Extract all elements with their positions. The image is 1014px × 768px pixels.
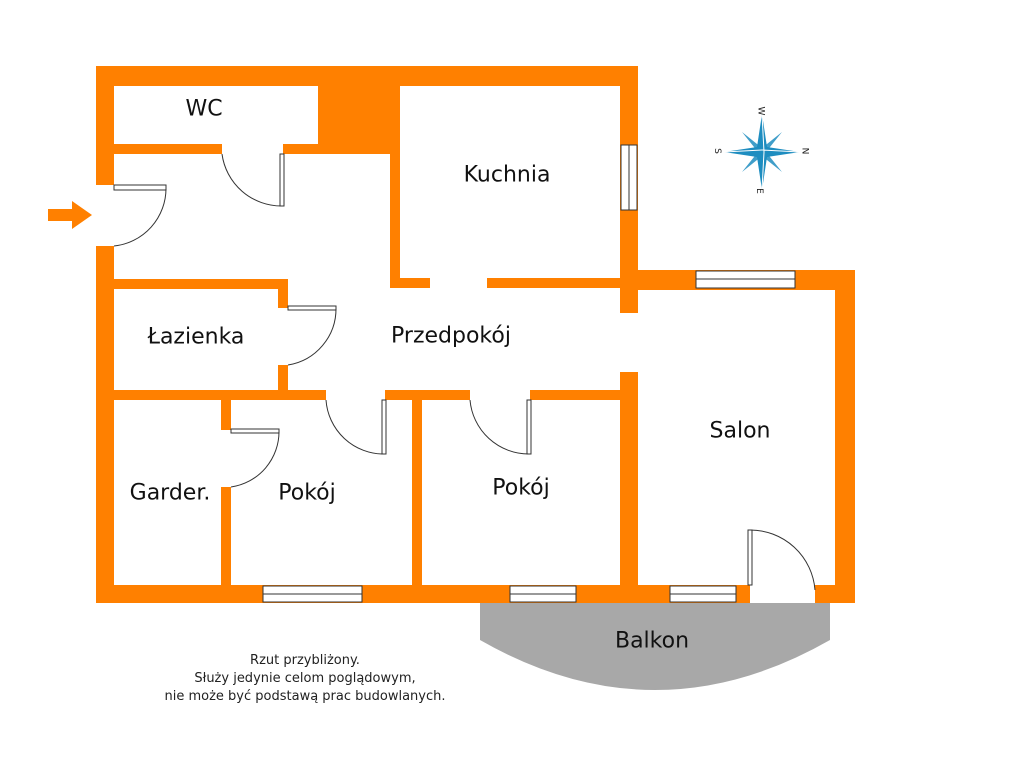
room-label-room2: Pokój (492, 475, 550, 501)
room-label-living: Salon (709, 418, 771, 444)
compass-north: N (799, 147, 810, 155)
room-label-hall: Przedpokój (391, 323, 511, 349)
doors (113, 153, 816, 591)
room-label-wardrobe: Garder. (129, 480, 211, 506)
room-label-kitchen: Kuchnia (463, 162, 551, 188)
compass-south: S (711, 148, 722, 154)
room-label-wc: WC (185, 96, 223, 122)
disclaimer-note: Rzut przybliżony. Służy jedynie celom po… (164, 652, 445, 706)
note-line-1: Rzut przybliżony. (250, 653, 360, 668)
compass-rose-icon (723, 113, 801, 191)
compass-east: E (753, 188, 764, 194)
walls (96, 66, 855, 603)
balcony (480, 603, 830, 690)
room-label-room1: Pokój (278, 480, 336, 506)
room-label-bathroom: Łazienka (147, 324, 245, 350)
room-label-balcony: Balkon (614, 628, 690, 654)
entry-arrow-icon (48, 201, 92, 229)
note-line-2: Służy jedynie celom poglądowym, (194, 671, 416, 686)
compass-west: W (755, 106, 766, 116)
note-line-3: nie może być podstawą prac budowlanych. (164, 689, 446, 704)
windows (262, 144, 796, 603)
